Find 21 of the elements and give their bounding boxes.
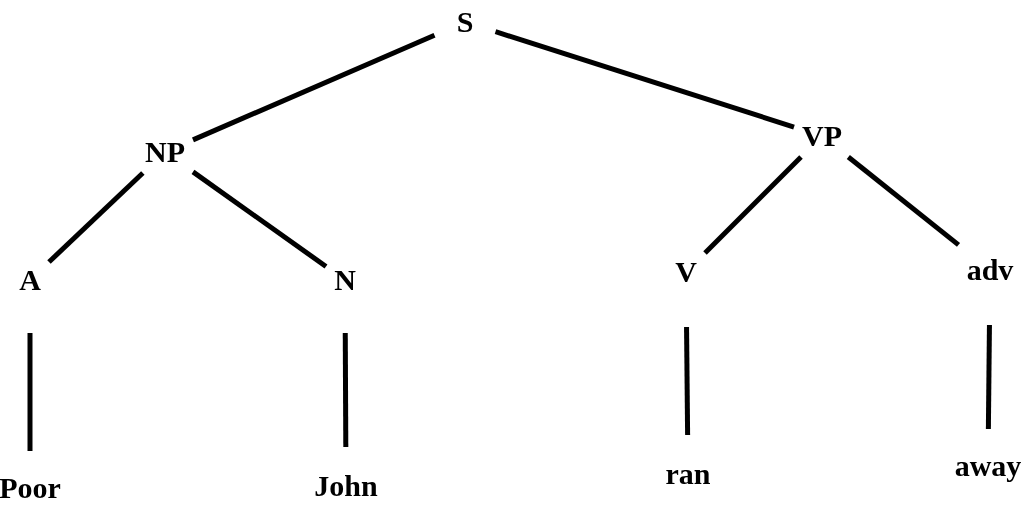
tree-node-label: Poor [0,473,61,503]
tree-branch-line [27,333,33,451]
tree-node-label: V [675,257,697,287]
tree-branch-line [846,155,961,247]
tree-node-label: adv [966,255,1014,285]
tree-branch-line [342,333,349,447]
tree-node-label: VP [802,121,842,151]
tree-node-label: N [334,265,356,295]
tree-node-label: John [314,471,378,501]
tree-branch-line [47,171,145,264]
tree-branch-line [192,32,436,143]
tree-branch-line [703,155,803,255]
tree-branch-line [985,324,992,430]
tree-branch-line [191,169,328,269]
tree-node-label: A [19,265,41,295]
tree-node-label: away [954,451,1022,481]
tree-node-label: NP [145,137,185,167]
tree-node-label: S [456,7,474,37]
tree-branch-line [494,29,795,130]
tree-branch-line [684,326,691,436]
tree-node-label: ran [665,459,711,489]
